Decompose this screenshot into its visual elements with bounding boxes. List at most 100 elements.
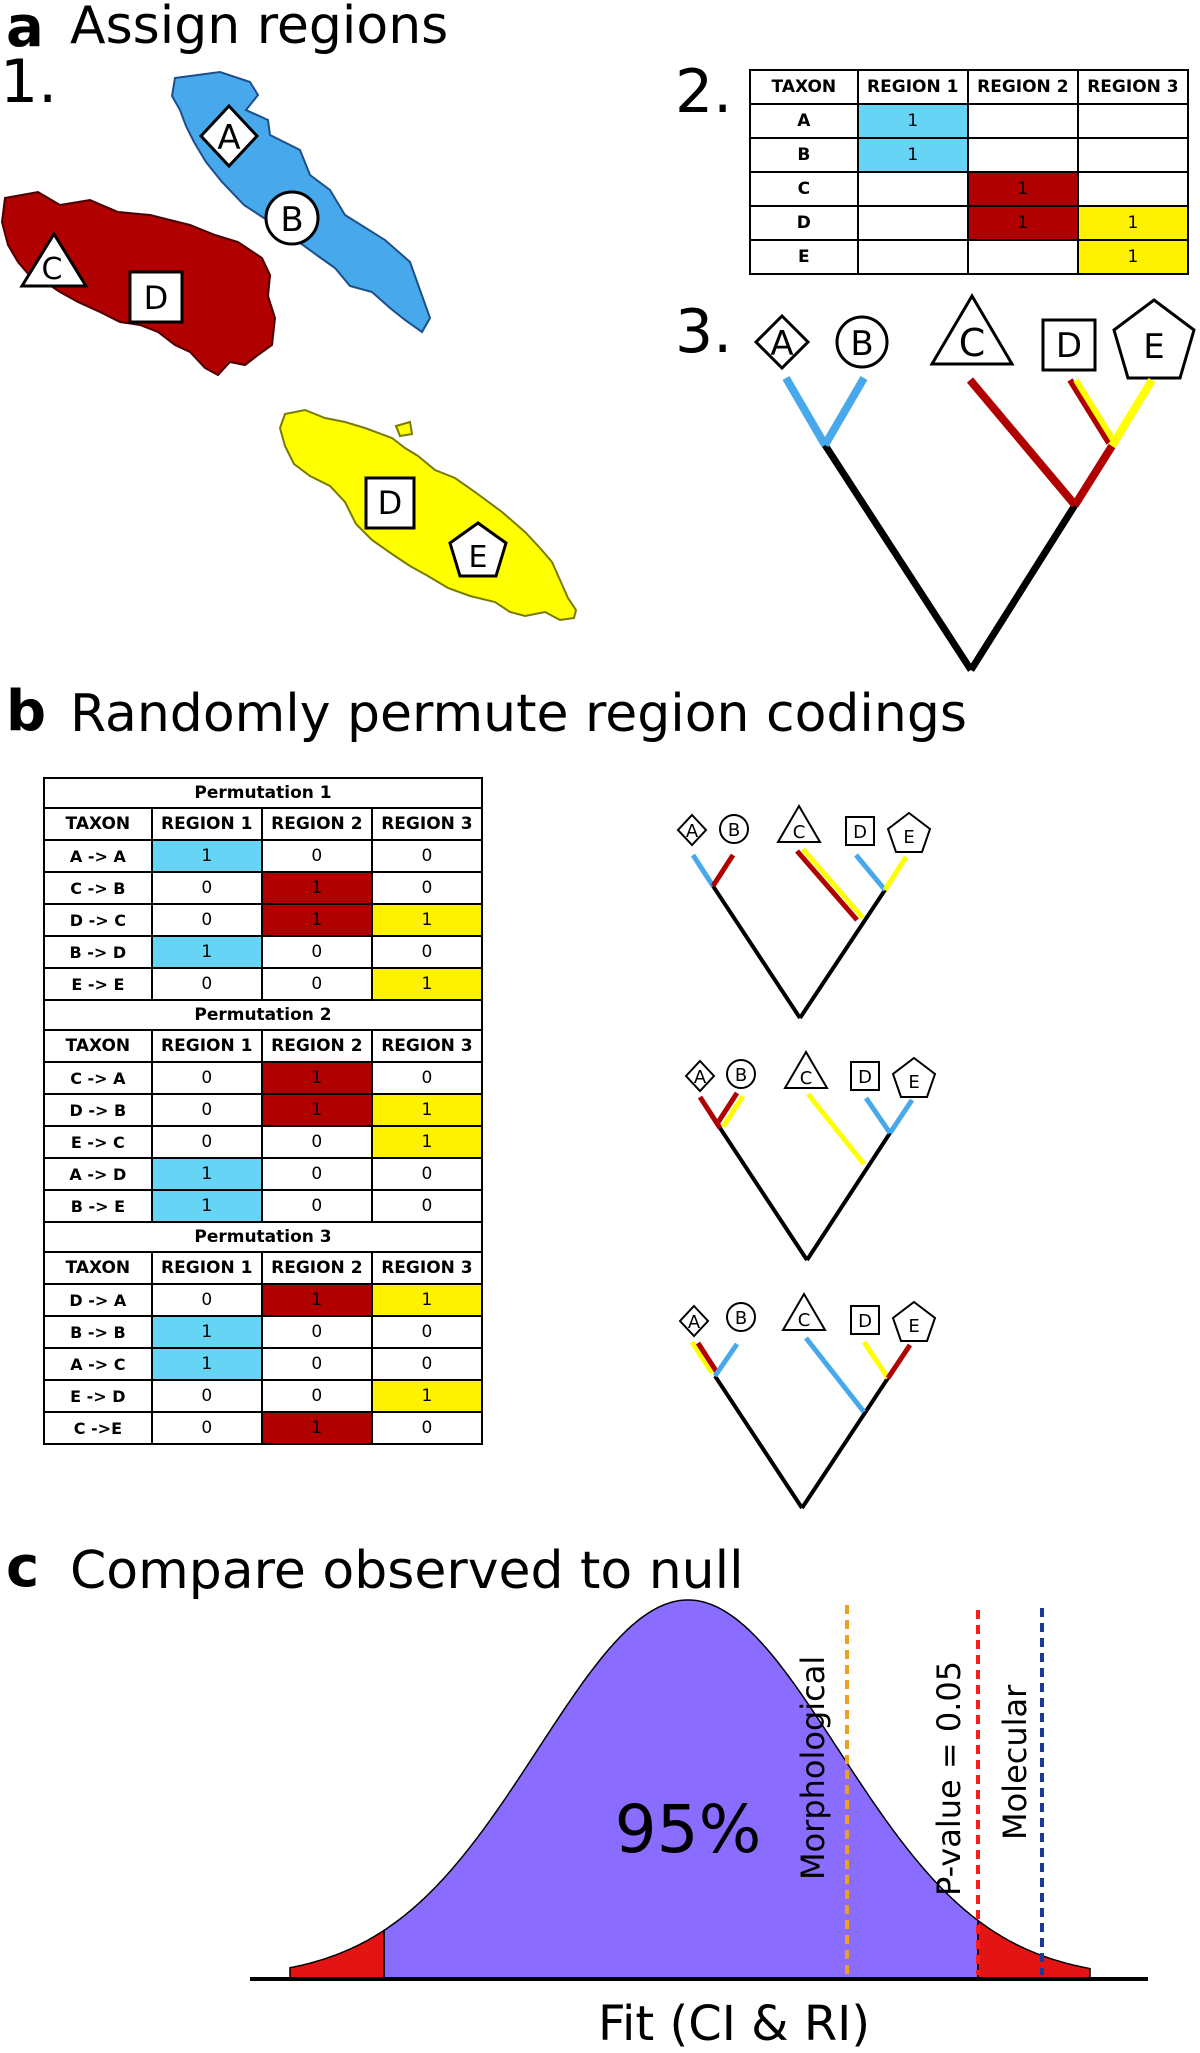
permuted-tree-1: A B C D E (676, 804, 932, 1020)
region-cell: 1 (370, 1379, 484, 1413)
region-map: A B C D D E (0, 70, 578, 622)
region-cell: 0 (150, 1379, 263, 1413)
p2-root-left (718, 1126, 809, 1262)
region-cell: 0 (260, 1379, 373, 1413)
tree-branch-root-left (822, 443, 974, 672)
taxon-cell: A -> D (43, 1157, 153, 1191)
tree-label-c: C (959, 321, 986, 365)
tree-pentagon-e (1112, 298, 1196, 380)
region-cell: 0 (370, 1411, 484, 1445)
taxon-cell: C (749, 171, 859, 207)
p3-branch-d (861, 1340, 891, 1380)
observed-tree: A B C D E (753, 293, 1196, 672)
p1-branch-c-red (795, 849, 859, 922)
p1-branch-a (690, 853, 716, 888)
p3-label-e: E (908, 1316, 919, 1337)
p2-label-b: B (735, 1065, 747, 1086)
panel-a-title: Assign regions (70, 0, 449, 56)
map-label-b: B (280, 200, 303, 240)
permutation-title-row: Permutation 3 (43, 1221, 483, 1253)
map-label-c: C (42, 252, 63, 287)
p3-branch-e (885, 1343, 913, 1380)
region-cell: 0 (150, 1061, 263, 1095)
molecular-label: Molecular (996, 1684, 1034, 1840)
tree-label-b: B (850, 324, 873, 364)
map-label-e: E (469, 540, 488, 575)
permuted-trees: A B C D E A B C D E (676, 804, 937, 1510)
taxon-cell: A -> A (43, 839, 153, 873)
tree-branch-b (821, 375, 868, 448)
region-cell (856, 205, 969, 241)
region-cell: 0 (260, 1157, 373, 1191)
region-cell: 0 (260, 1347, 373, 1381)
tree-label-d: D (1056, 326, 1082, 366)
p3-label-b: B (735, 1308, 747, 1329)
panel-c-letter: c (6, 1535, 40, 1600)
taxon-cell: B -> E (43, 1189, 153, 1223)
taxon-cell: B -> D (43, 935, 153, 969)
permutation-header-cell: REGION 2 (260, 1029, 373, 1063)
region-3-island (278, 408, 578, 622)
pvalue-label: P-value = 0.05 (930, 1661, 968, 1896)
region-cell: 0 (260, 1189, 373, 1223)
x-axis-label: Fit (CI & RI) (598, 1996, 870, 2052)
region-cell: 1 (260, 1283, 373, 1317)
tree-branch-d-yellow (1073, 378, 1118, 445)
region-cell: 1 (370, 1093, 484, 1127)
region-cell (856, 239, 969, 275)
p1-diamond-a (676, 813, 708, 847)
center-percent-label: 95% (615, 1791, 762, 1868)
region-cell: 0 (370, 1315, 484, 1349)
p1-label-e: E (903, 827, 914, 848)
tree-label-a: A (770, 324, 793, 364)
p3-triangle-c (781, 1292, 827, 1331)
map-diamond-a (198, 103, 260, 169)
panel-b-title: Randomly permute region codings (70, 684, 967, 744)
region-cell: 1 (966, 171, 1079, 207)
permutation-header-cell: REGION 3 (370, 1029, 484, 1063)
permutation-header-cell: TAXON (43, 1251, 153, 1285)
region-table-header: TAXON REGION 1 REGION 2 REGION 3 (749, 69, 1190, 105)
p3-pentagon-e (891, 1300, 937, 1342)
region-cell: 1 (260, 1093, 373, 1127)
p3-label-d: D (858, 1311, 872, 1332)
region-cell (1076, 103, 1190, 139)
p2-diamond-a (684, 1059, 716, 1093)
region-cell: 0 (150, 1411, 263, 1445)
p2-branch-d (863, 1096, 893, 1135)
p3-branch-b (712, 1342, 740, 1378)
null-curve-center (383, 1599, 979, 1980)
p2-branch-e (887, 1098, 915, 1135)
region-cell: 1 (370, 1283, 484, 1317)
taxon-cell: A -> C (43, 1347, 153, 1381)
p1-label-c: C (793, 822, 806, 843)
taxon-cell: C -> B (43, 871, 153, 905)
p1-square-d (845, 816, 875, 846)
p1-branch-d (854, 853, 887, 892)
region-cell: 1 (150, 1315, 263, 1349)
map-square-d2 (364, 476, 416, 530)
permuted-tree-3: A B C D E (678, 1292, 937, 1510)
p2-root-right (805, 1131, 892, 1262)
p2-triangle-c (783, 1050, 829, 1089)
region-cell: 0 (150, 1093, 263, 1127)
region-cell: 0 (260, 1315, 373, 1349)
p3-branch-a-yellow (689, 1340, 715, 1375)
taxon-cell: C -> A (43, 1061, 153, 1095)
region-cell: 0 (150, 871, 263, 905)
region-cell: 0 (370, 1061, 484, 1095)
null-curve-left-tail (289, 1929, 385, 1980)
map-square-d1 (128, 270, 184, 324)
